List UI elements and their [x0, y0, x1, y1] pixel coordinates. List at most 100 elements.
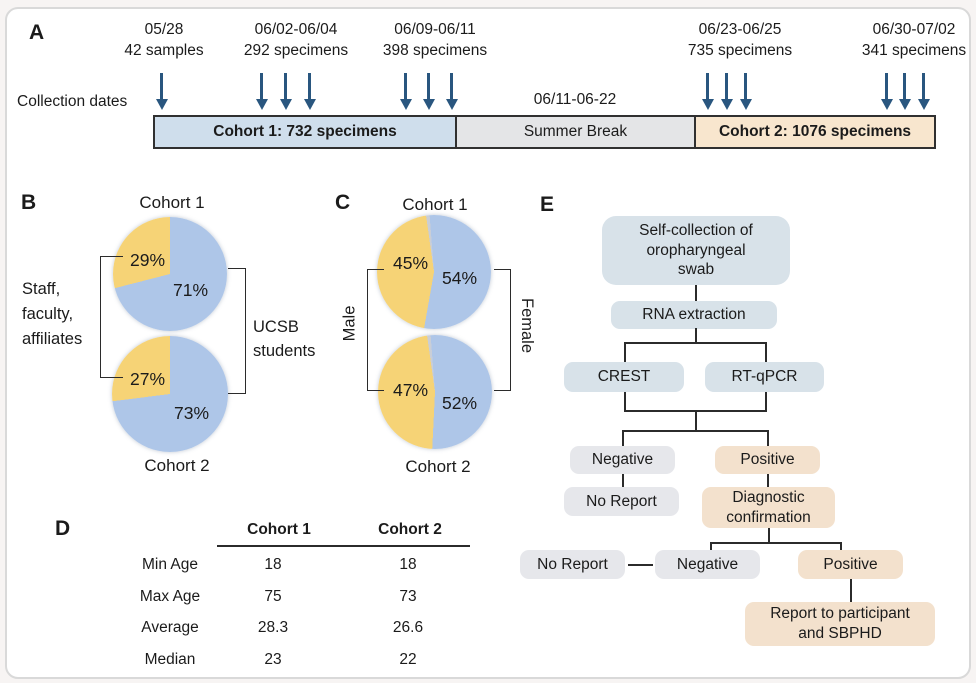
cohort1-segment: Cohort 1: 732 specimens [155, 117, 455, 147]
down-arrow-icon [399, 73, 412, 110]
flow-connector [695, 410, 697, 430]
flow-node-negative-2: Negative [655, 550, 760, 579]
cohort2-segment: Cohort 2: 1076 specimens [696, 117, 934, 147]
pie-title-cohort2: Cohort 2 [405, 457, 471, 476]
flow-connector [710, 542, 712, 550]
flow-node-positive-2: Positive [798, 550, 903, 579]
panel-b-label: B [21, 191, 37, 214]
panel-d-label: D [55, 517, 71, 540]
pie-title-cohort1: Cohort 1 [139, 193, 205, 212]
flow-connector [768, 528, 770, 542]
table-value: 23 [264, 651, 282, 668]
event-date: 06/23-06/25 [698, 21, 782, 38]
pie-slice-label: 71% [173, 280, 209, 300]
event-count: 341 specimens [861, 42, 967, 59]
flow-connector [624, 342, 767, 344]
event-date: 06/30-07/02 [872, 21, 956, 38]
flow-connector [622, 430, 624, 446]
flow-connector [765, 342, 767, 362]
flow-connector [622, 474, 624, 487]
flow-node-crest: CREST [564, 362, 684, 392]
flow-connector [767, 474, 769, 487]
down-arrow-icon [445, 73, 458, 110]
flow-node-negative-1: Negative [570, 446, 675, 474]
flow-connector [850, 579, 852, 602]
pie-chart-affiliation-cohort2: 27% 73% [112, 336, 228, 452]
pie-slice-label: 52% [442, 393, 478, 413]
table-header-cohort1: Cohort 1 [247, 521, 311, 538]
flow-connector [695, 285, 697, 301]
flow-connector [624, 342, 626, 362]
timeline-event: 06/09-06/11 398 specimens [340, 19, 530, 61]
row-label: Min Age [141, 556, 198, 573]
down-arrow-icon [701, 73, 714, 110]
flow-connector [765, 392, 767, 410]
table-value: 28.3 [257, 619, 289, 636]
left-bracket [100, 256, 123, 378]
table-value: 26.6 [392, 619, 424, 636]
flow-connector [710, 542, 841, 544]
timeline-bar: Cohort 1: 732 specimens Summer Break Coh… [153, 115, 936, 149]
event-date: 06/09-06/11 [394, 21, 476, 38]
timeline-event: 06/23-06/25 735 specimens [645, 19, 835, 61]
pie-slice-label: 54% [442, 268, 478, 288]
pie-slice-label: 73% [174, 403, 210, 423]
pie-slice-label: 47% [393, 380, 429, 400]
row-label: Average [141, 619, 199, 636]
staff-faculty-affiliates-label: Staff, faculty, affiliates [22, 280, 83, 348]
down-arrow-icon [739, 73, 752, 110]
timeline-event: 06/02-06/04 292 specimens [201, 19, 391, 61]
flow-node-no-report-1: No Report [564, 487, 679, 516]
event-date: 06/02-06/04 [254, 21, 338, 38]
summer-break-segment: Summer Break [455, 117, 696, 147]
down-arrow-icon [279, 73, 292, 110]
down-arrow-icon [898, 73, 911, 110]
flow-connector [622, 430, 768, 432]
flow-connector [624, 392, 626, 410]
down-arrow-icon [720, 73, 733, 110]
table-value: 75 [264, 588, 282, 605]
ucsb-students-label: UCSB students [253, 318, 316, 360]
pie-slice-label: 27% [130, 369, 166, 389]
event-count: 292 specimens [243, 42, 349, 59]
event-date: 05/28 [144, 21, 184, 38]
right-bracket [494, 269, 511, 391]
table-header-rule [217, 545, 470, 547]
flow-node-no-report-2: No Report [520, 550, 625, 579]
right-bracket [228, 268, 246, 394]
event-count: 398 specimens [382, 42, 488, 59]
flow-node-rna-extraction: RNA extraction [611, 301, 777, 329]
down-arrow-icon [422, 73, 435, 110]
pie-slice-label: 45% [393, 253, 429, 273]
event-count: 42 samples [124, 42, 204, 59]
event-count: 735 specimens [687, 42, 793, 59]
female-label: Female [518, 297, 537, 353]
down-arrow-icon [917, 73, 930, 110]
summer-dates-label: 06/11-06-22 [533, 91, 617, 108]
table-value: 73 [399, 588, 417, 605]
flow-connector [628, 564, 653, 566]
flow-node-report: Report to participant and SBPHD [745, 602, 935, 646]
panel-c-label: C [335, 191, 351, 214]
timeline-event: 06/30-07/02 341 specimens [824, 19, 976, 61]
down-arrow-icon [880, 73, 893, 110]
figure-frame: A 05/28 42 samples 06/02-06/04 292 speci… [5, 7, 971, 679]
table-value: 18 [399, 556, 417, 573]
down-arrow-icon [155, 73, 168, 110]
down-arrow-icon [255, 73, 268, 110]
collection-dates-label: Collection dates [17, 93, 128, 110]
table-value: 22 [399, 651, 417, 668]
timeline-event: 05/28 42 samples [84, 19, 244, 61]
row-label: Median [144, 651, 196, 668]
flow-node-self-collection: Self-collection of oropharyngeal swab [602, 216, 790, 285]
panel-e-label: E [540, 193, 555, 216]
flow-connector [840, 542, 842, 550]
flow-node-rtqpcr: RT-qPCR [705, 362, 824, 392]
table-value: 18 [264, 556, 282, 573]
flow-node-positive-1: Positive [715, 446, 820, 474]
down-arrow-icon [303, 73, 316, 110]
flow-connector [767, 430, 769, 446]
left-bracket [367, 269, 384, 391]
pie-title-cohort2: Cohort 2 [144, 456, 210, 475]
